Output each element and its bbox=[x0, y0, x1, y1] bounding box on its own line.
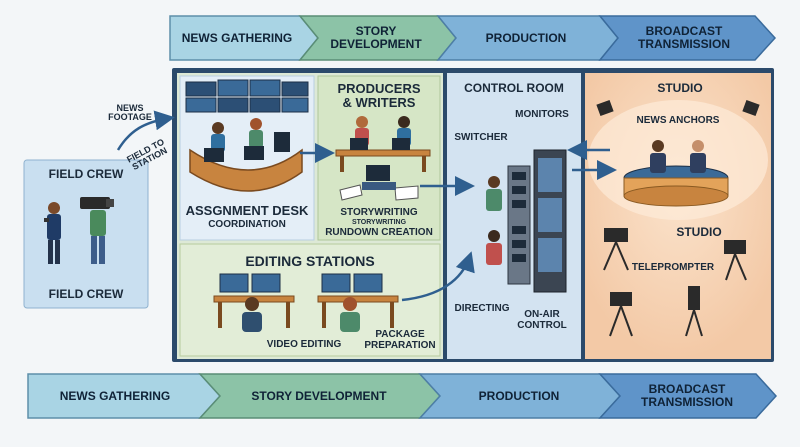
bottom-flow-story-development: STORY DEVELOPMENT bbox=[251, 388, 387, 403]
bottom-flow-arrows bbox=[27, 373, 778, 419]
teleprompter-label: TELEPROMPTER bbox=[631, 262, 715, 273]
field-crew-panel bbox=[23, 159, 149, 309]
producers-storywriting-small: STORYWRITING bbox=[351, 219, 407, 226]
bottom-flow-broadcast-transmission: BROADCAST TRANSMISSION bbox=[640, 382, 733, 409]
monitors-label: MONITORS bbox=[515, 109, 569, 120]
video-editing-label: VIDEO EDITING bbox=[266, 339, 342, 350]
switcher-label: SWITCHER bbox=[454, 132, 508, 143]
on-air-control-label: ON-AIR CONTROL bbox=[517, 309, 567, 331]
producers-illustration bbox=[335, 116, 431, 201]
bottom-flow-production: PRODUCTION bbox=[478, 388, 560, 403]
bottom-flow-news-gathering: NEWS GATHERING bbox=[59, 388, 171, 403]
producers-storywriting: STORYWRITING bbox=[340, 207, 418, 218]
top-flow-broadcast-transmission: BROADCAST TRANSMISSION bbox=[637, 24, 730, 51]
editing-stations-illustration bbox=[213, 273, 399, 332]
top-flow-story-development: STORY DEVELOPMENT bbox=[330, 24, 422, 51]
producers-rundown-creation: RUNDOWN CREATION bbox=[325, 227, 433, 238]
field-crew-title: FIELD CREW bbox=[48, 167, 124, 181]
studio-label: STUDIO bbox=[676, 225, 722, 239]
field-crew-caption: FIELD CREW bbox=[48, 287, 124, 301]
assignment-desk-illustration bbox=[185, 79, 309, 192]
top-flow-news-gathering: NEWS GATHERING bbox=[181, 30, 293, 45]
assignment-desk-title: ASSGNMENT DESK bbox=[185, 203, 309, 218]
assignment-desk-subtitle: COORDINATION bbox=[208, 219, 286, 230]
control-room-illustration bbox=[486, 149, 567, 293]
control-room-title: CONTROL ROOM bbox=[464, 81, 564, 95]
field-crew-illustration bbox=[44, 197, 114, 264]
news-footage-label: NEWS FOOTAGE bbox=[108, 103, 152, 123]
package-preparation-label: PACKAGE PREPARATION bbox=[364, 329, 436, 351]
producers-title: PRODUCERS & WRITERS bbox=[337, 81, 421, 110]
producers-panel bbox=[317, 75, 441, 241]
studio-illustration bbox=[596, 99, 760, 337]
top-flow-arrows bbox=[169, 15, 777, 61]
studio-title: STUDIO bbox=[657, 81, 703, 95]
top-flow-production: PRODUCTION bbox=[485, 30, 567, 45]
directing-label: DIRECTING bbox=[454, 303, 510, 314]
editing-title: EDITING STATIONS bbox=[245, 253, 375, 269]
news-anchors-label: NEWS ANCHORS bbox=[636, 115, 720, 126]
